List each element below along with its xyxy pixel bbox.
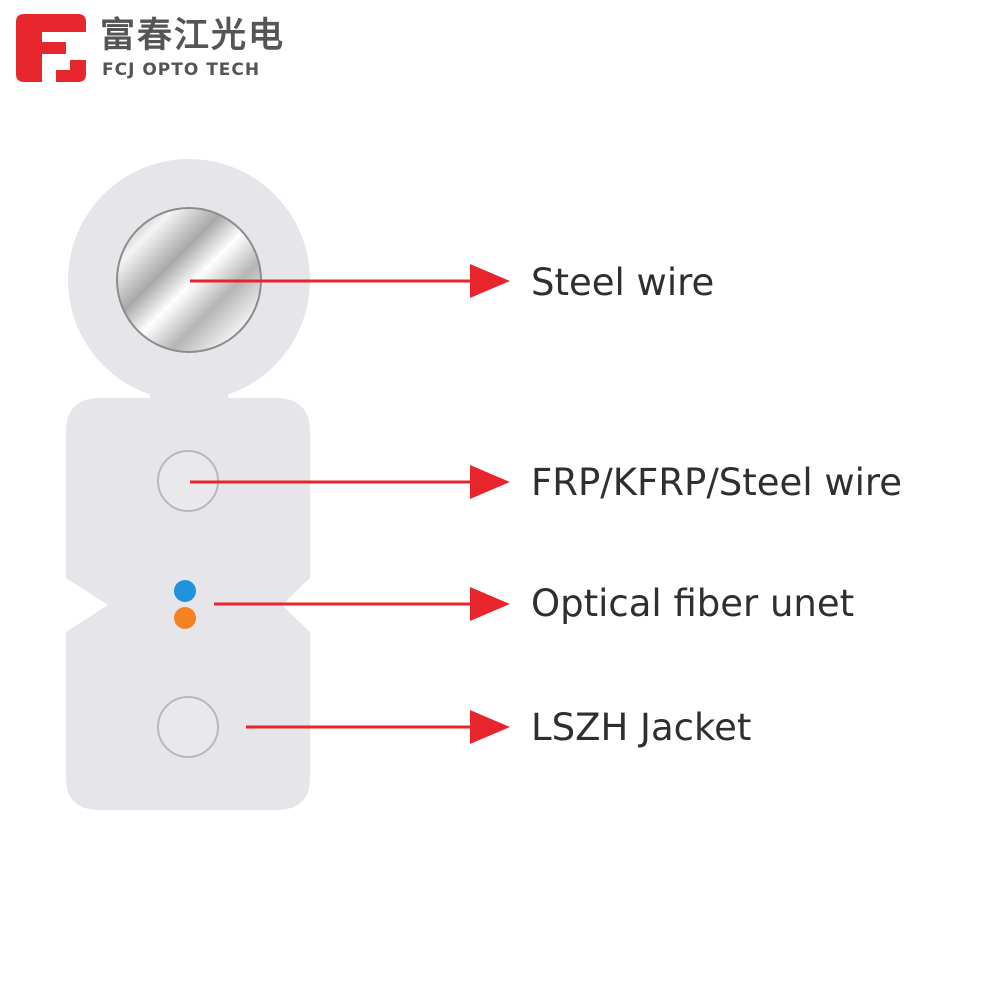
cable-body-jacket [66,398,310,810]
arrow-optical-fiber [214,587,510,621]
strength-member-bottom [157,696,219,758]
label-optical-fiber-unet: Optical fiber unet [531,582,855,625]
brand-chinese-name: 富春江光电 [100,16,286,56]
label-frp-kfrp-steel-wire: FRP/KFRP/Steel wire [531,461,903,504]
optical-fiber-orange [174,607,196,629]
arrow-lszh-jacket [246,710,510,744]
brand-english-name: FCJ OPTO TECH [102,60,261,80]
label-lszh-jacket: LSZH Jacket [531,706,752,749]
brand-logo: 富春江光电 FCJ OPTO TECH [16,14,316,84]
arrow-frp [190,465,510,499]
fcj-logo-icon [16,14,86,82]
arrow-steel-wire [190,264,510,298]
optical-fiber-blue [174,580,196,602]
label-steel-wire: Steel wire [531,261,715,304]
